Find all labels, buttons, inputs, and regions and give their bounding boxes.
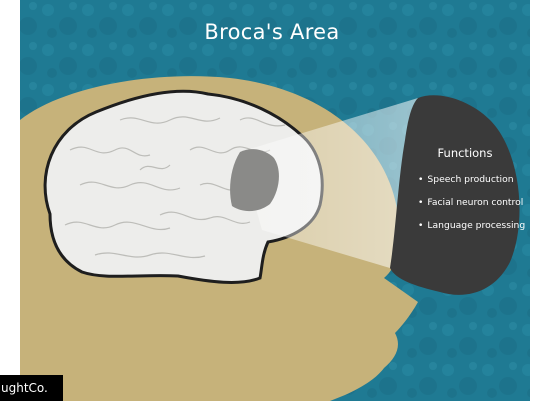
function-label: Speech production [427,174,513,185]
diagram-title: Broca's Area [0,20,544,44]
functions-heading: Functions [405,146,525,160]
bullet-icon: • [418,174,423,185]
brand-logo: ughtCo. [0,375,63,401]
function-label: Facial neuron control [427,197,523,208]
functions-list: • Speech production • Facial neuron contro… [418,173,525,242]
list-item: • Facial neuron control [418,196,525,219]
bullet-icon: • [418,220,423,231]
bullet-icon: • [418,197,423,208]
list-item: • Speech production [418,173,525,196]
function-label: Language processing [427,220,525,231]
list-item: • Language processing [418,219,525,242]
